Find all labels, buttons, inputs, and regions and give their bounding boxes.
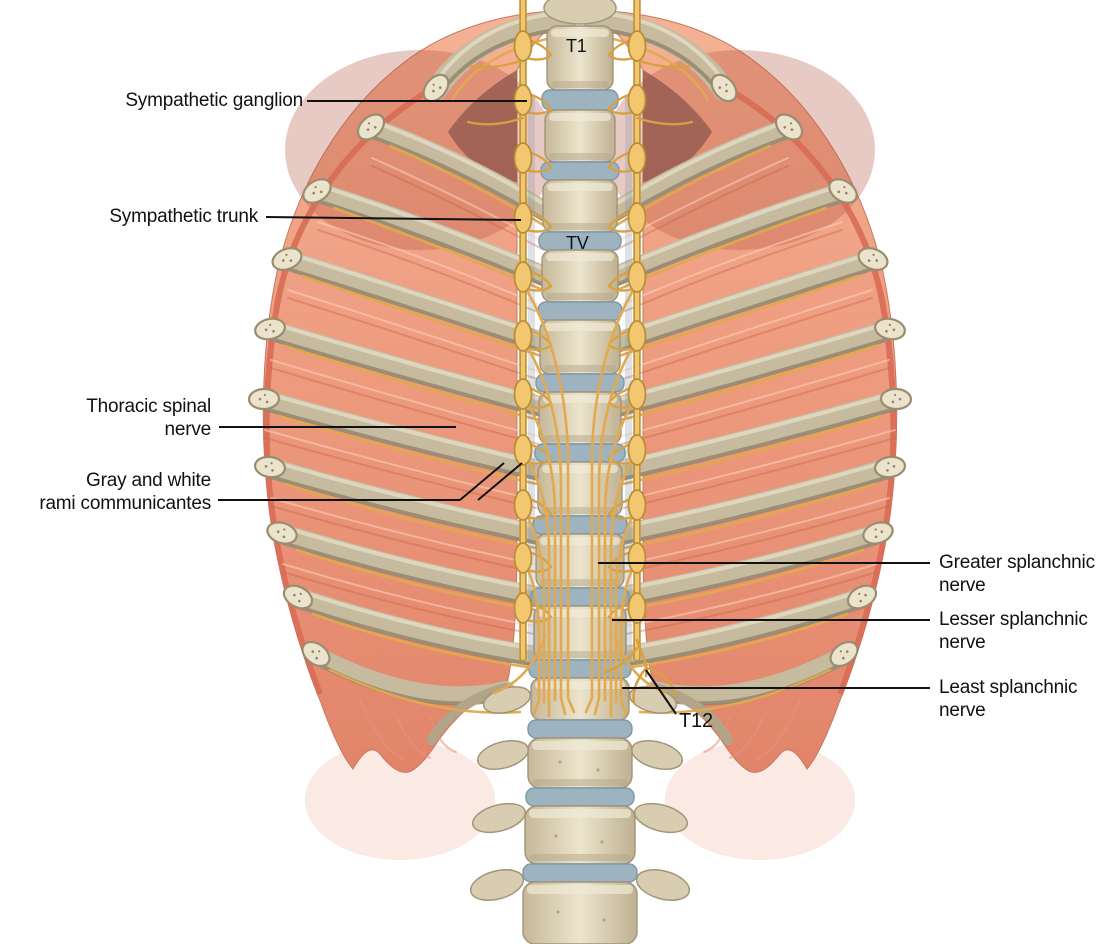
vertebra-body xyxy=(538,391,622,445)
column-edge-shadow xyxy=(528,95,535,665)
vertebra-body xyxy=(544,109,616,163)
label-gray-white-rami: Gray and white rami communicantes xyxy=(39,470,211,514)
vertebra-body xyxy=(541,249,619,303)
label-vertebra-tv: TV xyxy=(566,233,589,253)
vertebra-top-arch xyxy=(543,0,617,25)
intervertebral-disc xyxy=(522,863,638,883)
vertebra-body xyxy=(542,179,618,233)
label-lesser-splanchnic: Lesser splanchnic nerve xyxy=(939,609,1088,653)
label-thoracic-spinal-nerve: Thoracic spinal nerve xyxy=(86,396,211,440)
intervertebral-disc xyxy=(541,89,619,111)
vertebra-body xyxy=(524,805,636,865)
transverse-process xyxy=(469,869,525,901)
intervertebral-disc xyxy=(527,719,633,739)
leader-line xyxy=(645,669,677,715)
t12-nerve-fork xyxy=(604,638,678,704)
transverse-process xyxy=(635,869,691,901)
transverse-processes xyxy=(469,686,691,901)
leader-line xyxy=(477,462,523,501)
column-edge-shadow xyxy=(625,95,632,665)
vertebra-body xyxy=(533,605,627,661)
label-sympathetic-ganglion: Sympathetic ganglion xyxy=(125,90,303,111)
label-least-splanchnic: Least splanchnic nerve xyxy=(939,677,1078,721)
leader-line xyxy=(459,462,505,501)
intervertebral-disc xyxy=(540,161,620,181)
intervertebral-disc xyxy=(537,301,623,321)
intervertebral-disc xyxy=(535,373,625,393)
intervertebral-disc xyxy=(530,587,630,607)
blush-shadow xyxy=(665,740,855,860)
transverse-process xyxy=(471,802,527,834)
label-sympathetic-trunk: Sympathetic trunk xyxy=(109,206,258,227)
vertebra-body xyxy=(522,881,638,944)
vertebra-body xyxy=(527,737,633,789)
label-greater-splanchnic: Greater splanchnic nerve xyxy=(939,552,1095,596)
leader-line xyxy=(265,216,522,221)
intervertebral-disc xyxy=(525,787,635,807)
leader-lines xyxy=(218,100,930,715)
vertebra-body xyxy=(546,25,614,91)
blush-shadow xyxy=(305,740,495,860)
label-vertebra-t1: T1 xyxy=(566,36,587,56)
transverse-process xyxy=(476,740,530,770)
label-vertebra-t12: T12 xyxy=(679,710,713,732)
transverse-process xyxy=(633,802,689,834)
vertebra-body xyxy=(530,677,630,721)
transverse-process xyxy=(630,740,684,770)
